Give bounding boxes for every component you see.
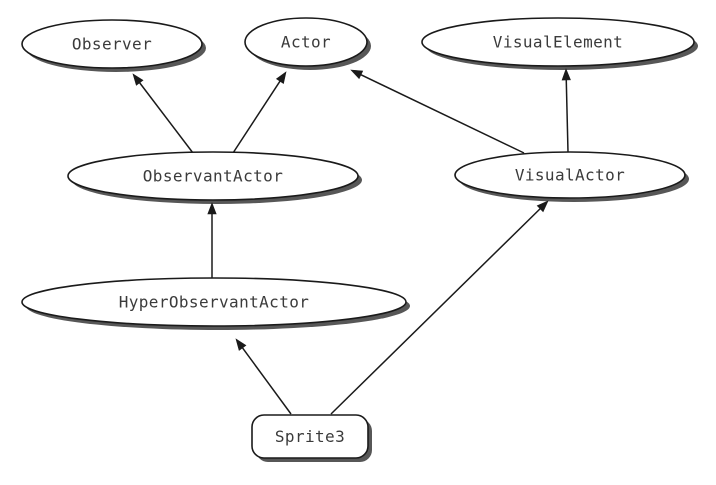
- visual-actor-ellipse[interactable]: [454, 151, 686, 199]
- arrowhead-icon: [132, 73, 144, 86]
- edge-observant-actor-to-observer: [132, 73, 194, 154]
- sprite3-rect[interactable]: [251, 414, 369, 459]
- edge-line: [330, 206, 543, 415]
- node-shadow-layer: [26, 22, 698, 462]
- edge-sprite3-to-hyper-observant-actor: [235, 338, 292, 415]
- actor-ellipse[interactable]: [244, 17, 368, 67]
- actor-label: Actor: [281, 33, 331, 52]
- arrowhead-icon: [235, 338, 247, 351]
- observer-ellipse[interactable]: [21, 19, 203, 69]
- observant-actor-ellipse[interactable]: [67, 151, 359, 201]
- node-hyper-observant-actor[interactable]: HyperObservantActor: [21, 277, 407, 327]
- edge-visual-actor-to-actor: [350, 69, 525, 154]
- edge-visual-actor-to-visual-element: [561, 68, 571, 153]
- arrowhead-icon: [275, 71, 287, 84]
- node-layer: Observer Actor VisualElement ObservantAc…: [21, 17, 695, 459]
- edge-sprite3-to-visual-actor: [330, 200, 549, 415]
- node-actor[interactable]: Actor: [244, 17, 368, 67]
- edge-line: [137, 79, 194, 154]
- visual-actor-label: VisualActor: [515, 166, 625, 185]
- edge-line: [240, 345, 292, 415]
- edge-hyper-observant-actor-to-observant-actor: [207, 202, 217, 279]
- node-visual-actor[interactable]: VisualActor: [454, 151, 686, 199]
- node-observer[interactable]: Observer: [21, 19, 203, 69]
- arrowhead-icon: [561, 68, 571, 81]
- node-observant-actor[interactable]: ObservantActor: [67, 151, 359, 201]
- edge-observant-actor-to-actor: [232, 71, 287, 154]
- arrowhead-icon: [207, 202, 217, 215]
- arrowhead-icon: [350, 69, 364, 80]
- visual-element-label: VisualElement: [493, 33, 623, 52]
- hyper-observant-actor-ellipse[interactable]: [21, 277, 407, 327]
- sprite3-label: Sprite3: [275, 427, 345, 446]
- observant-actor-label: ObservantActor: [143, 167, 283, 186]
- edge-layer: [132, 68, 571, 415]
- visual-element-ellipse[interactable]: [421, 17, 695, 67]
- node-visual-element[interactable]: VisualElement: [421, 17, 695, 67]
- edge-line: [232, 78, 283, 154]
- arrowhead-icon: [536, 200, 549, 213]
- edge-line: [565, 76, 569, 153]
- node-sprite3[interactable]: Sprite3: [251, 414, 369, 459]
- hyper-observant-actor-label: HyperObservantActor: [119, 293, 310, 312]
- observer-label: Observer: [72, 35, 152, 54]
- edge-line: [357, 72, 525, 154]
